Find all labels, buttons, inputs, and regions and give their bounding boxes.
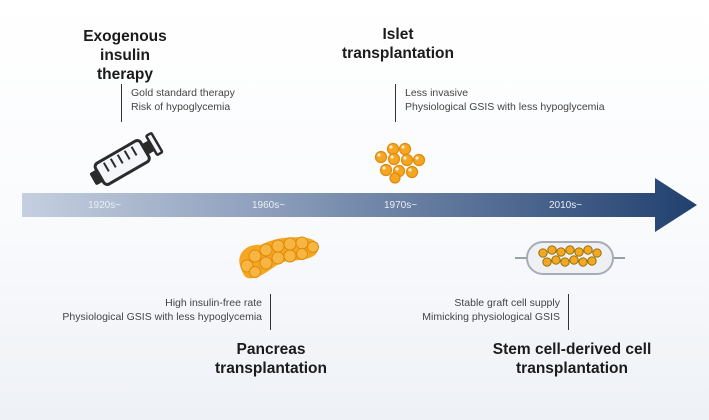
encapsulation-device-icon — [515, 241, 625, 275]
era-label-2010s: 2010s~ — [549, 200, 583, 211]
insulin-title-line2: insulin therapy — [97, 47, 153, 83]
islet-point-1: Less invasive — [405, 87, 469, 99]
islet-title-line1: Islet — [382, 26, 414, 43]
islet-point-2: Physiological GSIS with less hypoglycemi… — [405, 101, 605, 113]
insulin-title: Exogenous insulin therapy — [70, 27, 180, 84]
islet-cluster-icon — [374, 142, 426, 184]
islet-points: Less invasive Physiological GSIS with le… — [405, 86, 605, 114]
insulin-points: Gold standard therapy Risk of hypoglycem… — [131, 86, 235, 114]
pancreas-point-1: High insulin-free rate — [165, 297, 262, 309]
pancreas-title: Pancreas transplantation — [206, 340, 336, 378]
islet-divider — [395, 84, 397, 122]
insulin-divider — [121, 84, 123, 122]
stemcell-point-1: Stable graft cell supply — [454, 297, 560, 309]
era-label-1970s: 1970s~ — [384, 200, 418, 211]
era-label-1920s: 1920s~ — [88, 200, 122, 211]
stemcell-title-line1: Stem cell-derived cell — [492, 341, 652, 358]
insulin-point-1: Gold standard therapy — [131, 87, 235, 99]
stemcell-title-line2: transplantation — [516, 360, 628, 377]
insulin-title-line1: Exogenous — [83, 28, 167, 45]
pancreas-divider — [270, 294, 272, 330]
syringe-icon — [89, 132, 164, 186]
stemcell-points: Stable graft cell supply Mimicking physi… — [380, 296, 560, 324]
stemcell-title: Stem cell-derived cell transplantation — [482, 340, 662, 378]
pancreas-title-line2: transplantation — [215, 360, 327, 377]
pancreas-points: High insulin-free rate Physiological GSI… — [40, 296, 262, 324]
stemcell-divider — [568, 294, 570, 330]
islet-title-line2: transplantation — [342, 45, 454, 62]
pancreas-title-line1: Pancreas — [236, 341, 306, 358]
insulin-point-2: Risk of hypoglycemia — [131, 101, 231, 113]
islet-title: Islet transplantation — [338, 25, 458, 63]
era-label-1960s: 1960s~ — [252, 200, 286, 211]
pancreas-point-2: Physiological GSIS with less hypoglycemi… — [62, 311, 262, 323]
stemcell-point-2: Mimicking physiological GSIS — [422, 311, 560, 323]
pancreas-icon — [239, 236, 319, 279]
